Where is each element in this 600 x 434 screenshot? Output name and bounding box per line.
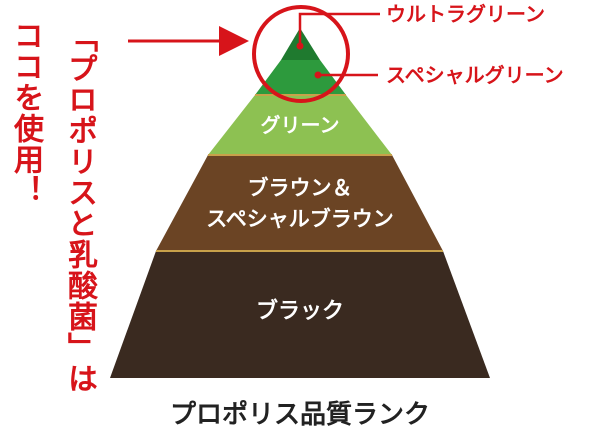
label-black: ブラック — [256, 298, 344, 324]
annotation-vertical-right: 「プロポリスと乳酸菌」は — [62, 22, 97, 394]
callout-line-ultra — [298, 12, 380, 46]
level-special-green — [255, 60, 346, 95]
label-brown-1: ブラウン＆ — [248, 176, 353, 200]
label-green: グリーン — [261, 113, 340, 137]
annotation-vertical-left: ココを使用！ — [8, 20, 43, 206]
diagram-caption: プロポリス品質ランク — [169, 400, 430, 430]
callout-dot-special — [314, 71, 322, 79]
callout-special-green: スペシャルグリーン — [386, 63, 564, 87]
level-brown — [156, 155, 443, 251]
level-green — [208, 95, 392, 155]
highlight-circle — [252, 5, 350, 103]
callout-ultra-green: ウルトラグリーン — [386, 2, 545, 26]
level-black — [110, 251, 490, 378]
label-brown-2: スペシャルブラウン — [206, 207, 394, 231]
callout-dot-ultra — [296, 42, 304, 50]
